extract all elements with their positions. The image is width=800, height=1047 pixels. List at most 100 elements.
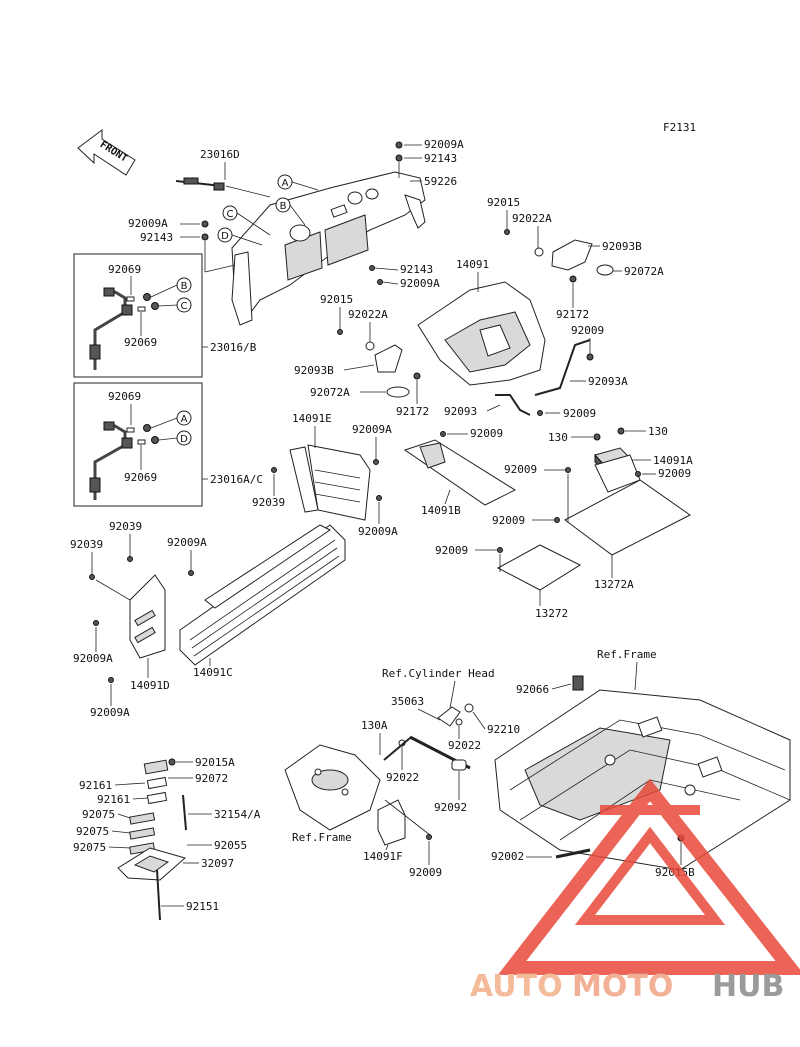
- watermark-logo: AUTO MOTO HUB: [470, 778, 800, 1004]
- plate-13272a: [564, 454, 691, 556]
- cover-14091: [417, 281, 546, 386]
- callout-d-2: D: [176, 430, 192, 446]
- front-arrow-icon: FRONT: [77, 129, 136, 176]
- callout-c-2: C: [176, 297, 192, 313]
- label-92210: 92210: [487, 723, 520, 736]
- label-92055: 92055: [214, 839, 247, 852]
- label-92009-2: 92009: [563, 407, 596, 420]
- label-92015-1: 92015: [487, 196, 520, 209]
- label-92039-3: 92039: [70, 538, 103, 551]
- label-92009a-6: 92009A: [167, 536, 207, 549]
- label-14091: 14091: [456, 258, 489, 271]
- figure-code: F2131: [663, 121, 696, 134]
- label-92022a-1: 92022A: [512, 212, 552, 225]
- label-92069-3: 92069: [108, 390, 141, 403]
- label-92009a-7: 92009A: [73, 652, 113, 665]
- label-23016ac: 23016A/C: [210, 473, 263, 486]
- label-92143-1: 92143: [424, 152, 457, 165]
- label-92069-1: 92069: [108, 263, 141, 276]
- label-13272: 13272: [535, 607, 568, 620]
- label-23016b: 23016/B: [210, 341, 257, 354]
- label-92172-1: 92172: [556, 308, 589, 321]
- label-92022a-2: 92022A: [348, 308, 388, 321]
- label-92009a-8: 92009A: [90, 706, 130, 719]
- svg-text:D: D: [180, 434, 188, 445]
- label-23016d: 23016D: [200, 148, 240, 161]
- label-92039-2: 92039: [109, 520, 142, 533]
- label-14091b: 14091B: [421, 504, 461, 517]
- rod-92093a: [534, 339, 591, 396]
- label-14091d: 14091D: [130, 679, 170, 692]
- panel-14091c: [179, 524, 346, 666]
- label-32097: 32097: [201, 857, 234, 870]
- harness-23016ac: [89, 421, 159, 500]
- svg-text:A: A: [282, 178, 289, 189]
- callout-b-2: B: [176, 277, 192, 293]
- label-92002: 92002: [491, 850, 524, 863]
- label-92009a-5: 92009A: [358, 525, 398, 538]
- label-130-1: 130: [548, 431, 568, 444]
- label-92015-2: 92015: [320, 293, 353, 306]
- grille-14091e: [289, 444, 371, 521]
- bolt-icon: [201, 220, 209, 241]
- label-92022-2: 92022: [386, 771, 419, 784]
- rod-35063: [409, 706, 471, 770]
- label-92075-1: 92075: [82, 808, 115, 821]
- watermark-auto: AUTO: [470, 969, 563, 1004]
- label-ref-frame-2: Ref.Frame: [292, 831, 352, 844]
- label-92093b-2: 92093B: [294, 364, 334, 377]
- label-92009-5: 92009: [658, 467, 691, 480]
- svg-text:C: C: [227, 209, 234, 220]
- label-92069-2: 92069: [124, 336, 157, 349]
- label-14091f: 14091F: [363, 850, 403, 863]
- label-92009-7: 92009: [435, 544, 468, 557]
- watermark-moto: MOTO: [572, 969, 673, 1004]
- battery-holder: [117, 759, 187, 921]
- label-92143-2: 92143: [140, 231, 173, 244]
- label-92009-8: 92009: [409, 866, 442, 879]
- label-32154a: 32154/A: [214, 808, 261, 821]
- label-92009a-4: 92009A: [352, 423, 392, 436]
- cable-23016d: [175, 177, 271, 198]
- callout-b-1: B: [275, 197, 291, 213]
- bolt-icon: [369, 265, 383, 285]
- label-130-2: 130: [648, 425, 668, 438]
- bolt-icon: [395, 141, 403, 162]
- plate-14091b: [403, 439, 517, 506]
- label-92093b-1: 92093B: [602, 240, 642, 253]
- label-92161-1: 92161: [79, 779, 112, 792]
- label-92075-3: 92075: [73, 841, 106, 854]
- label-92072a-2: 92072A: [310, 386, 350, 399]
- label-92093a: 92093A: [588, 375, 628, 388]
- label-92009-3: 92009: [470, 427, 503, 440]
- callout-a-1: A: [277, 174, 293, 190]
- label-92009-1: 92009: [571, 324, 604, 337]
- svg-text:B: B: [181, 281, 188, 292]
- label-59226: 59226: [424, 175, 457, 188]
- label-92075-2: 92075: [76, 825, 109, 838]
- label-92161-2: 92161: [97, 793, 130, 806]
- label-92069-4: 92069: [124, 471, 157, 484]
- inset-box-23016b: [73, 253, 203, 378]
- label-92009a-3: 92009A: [400, 277, 440, 290]
- label-92009a-2: 92009A: [128, 217, 168, 230]
- bracket-92093b-2: [374, 344, 410, 398]
- bracket-92093b-1: [551, 239, 614, 276]
- label-ref-cylinder-head: Ref.Cylinder Head: [382, 667, 495, 680]
- label-92009-6: 92009: [492, 514, 525, 527]
- label-92151: 92151: [186, 900, 219, 913]
- label-ref-frame-1: Ref.Frame: [597, 648, 657, 661]
- inset-box-23016ac: [73, 382, 203, 507]
- frame-ref-right: [494, 689, 791, 871]
- label-92072: 92072: [195, 772, 228, 785]
- label-92072a-1: 92072A: [624, 265, 664, 278]
- callout-d-1: D: [217, 227, 233, 243]
- label-92143-3: 92143: [400, 263, 433, 276]
- label-92009-4: 92009: [504, 463, 537, 476]
- callout-c-1: C: [222, 205, 238, 221]
- label-14091e: 14091E: [292, 412, 332, 425]
- label-92022-1: 92022: [448, 739, 481, 752]
- label-14091a: 14091A: [653, 454, 693, 467]
- label-92092: 92092: [434, 801, 467, 814]
